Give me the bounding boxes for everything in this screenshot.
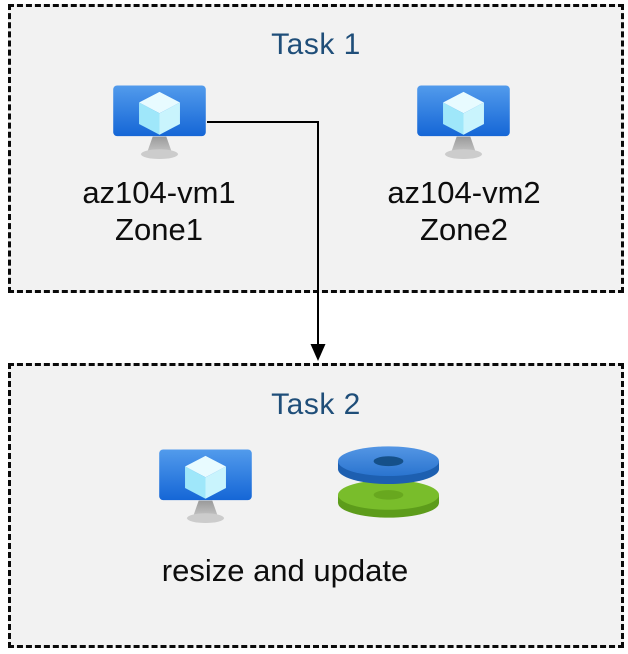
- vm1-zone-label: Zone1: [115, 212, 203, 247]
- vm2-name-label: az104-vm2: [387, 175, 541, 210]
- vm2-labels: az104-vm2 Zone2: [314, 174, 614, 248]
- virtual-machine-icon: [159, 449, 252, 524]
- vm2-zone-label: Zone2: [420, 212, 508, 247]
- vm1-name-label: az104-vm1: [82, 175, 236, 210]
- resize-update-caption: resize and update: [161, 553, 409, 588]
- virtual-machine-icon: [417, 85, 510, 160]
- task2-box: [8, 363, 624, 648]
- arrowhead-icon: [310, 344, 326, 361]
- task1-title: Task 1: [271, 28, 361, 61]
- virtual-machine-icon: [113, 85, 206, 160]
- vm1-labels: az104-vm1 Zone1: [9, 174, 309, 248]
- managed-disks-icon: [337, 446, 440, 518]
- task2-title: Task 2: [271, 388, 361, 421]
